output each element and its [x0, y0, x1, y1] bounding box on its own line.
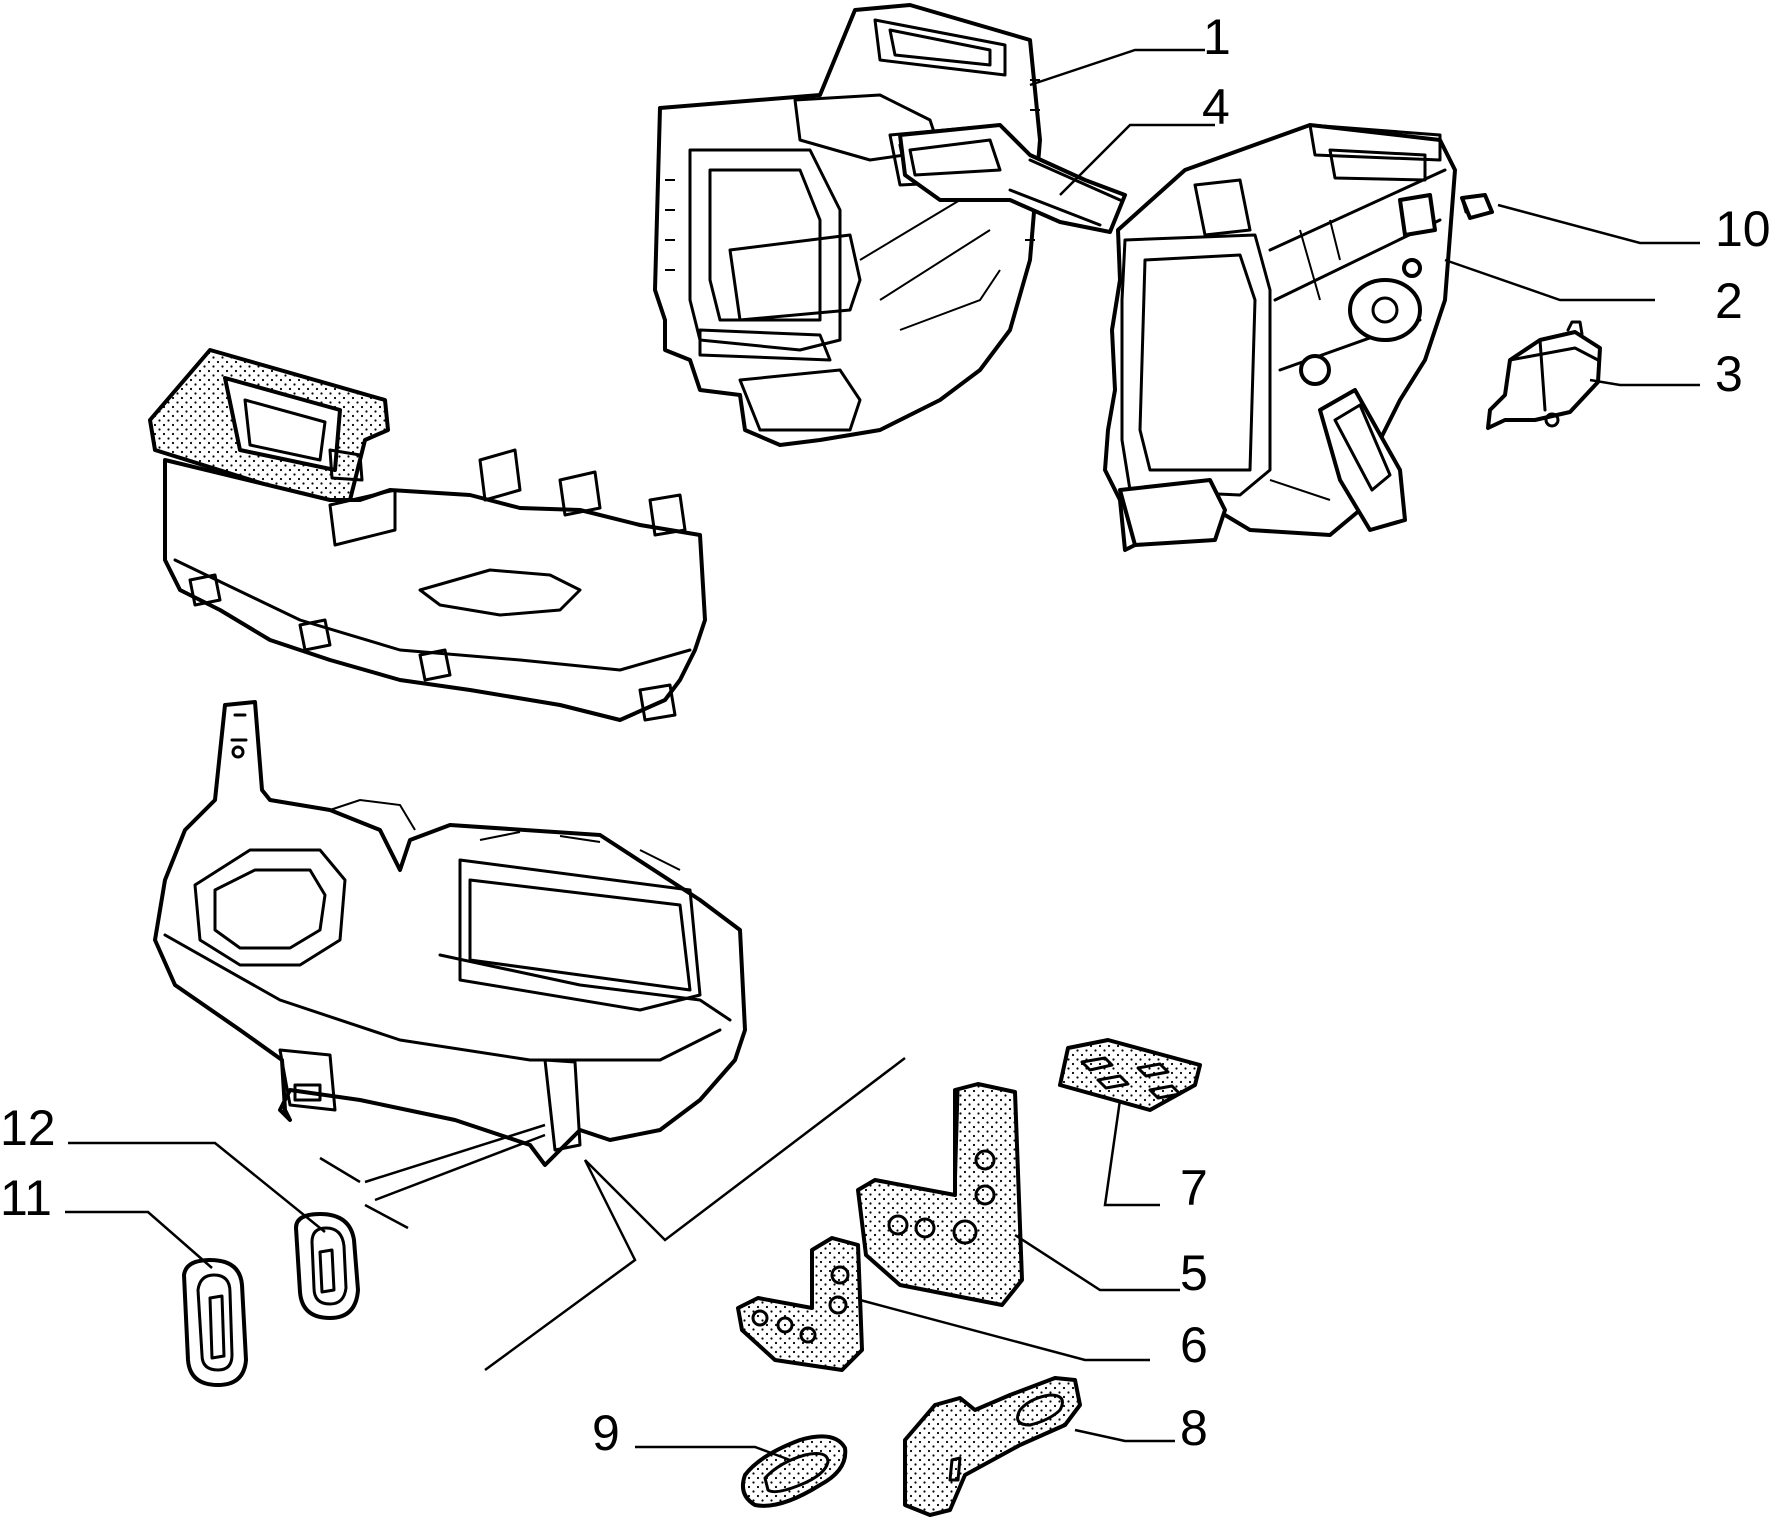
- callout-11: 11: [0, 1170, 52, 1226]
- callout-10: 10: [1715, 201, 1771, 257]
- part-1-upper-housing: [653, 3, 1042, 447]
- callout-2: 2: [1715, 273, 1743, 329]
- callout-6: 6: [1180, 1317, 1208, 1373]
- part-3-actuator: [1486, 320, 1602, 430]
- part-10-clip: [1460, 193, 1494, 220]
- part-11-grommet: [182, 1258, 248, 1387]
- part-2-heater-housing: [1103, 123, 1457, 552]
- callout-12: 12: [0, 1100, 56, 1156]
- part-4-duct-flap: [898, 123, 1127, 234]
- callout-1: 1: [1203, 9, 1231, 65]
- callout-labels: 1 4 10 2 3 7 5 6 8 9 12 11: [0, 9, 1771, 1461]
- callout-4: 4: [1202, 79, 1230, 135]
- assembly-indicator-lines: [319, 1057, 906, 1372]
- callout-3: 3: [1715, 346, 1743, 402]
- part-7-gasket-plate: [1058, 1038, 1202, 1112]
- callout-8: 8: [1180, 1400, 1208, 1456]
- part-6-gasket: [736, 1236, 864, 1372]
- callout-5: 5: [1180, 1245, 1208, 1301]
- callout-7: 7: [1180, 1160, 1208, 1216]
- part-8-bracket-gasket: [903, 1376, 1082, 1517]
- part-5-gasket: [856, 1082, 1024, 1307]
- leader-lines: [65, 48, 1700, 1462]
- part-9-foam-ring: [741, 1434, 848, 1508]
- part-12-grommet: [294, 1212, 360, 1320]
- blower-housing-lower: [153, 700, 747, 1167]
- blower-housing-upper-cover: [148, 348, 707, 722]
- callout-9: 9: [592, 1405, 620, 1461]
